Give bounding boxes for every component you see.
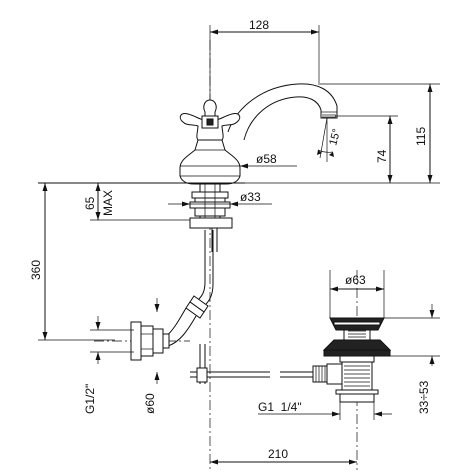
dim-63: ø63 xyxy=(329,270,385,318)
dim-label-74: 74 xyxy=(375,149,389,163)
cross-handle xyxy=(179,99,241,185)
dim-label-max: MAX xyxy=(101,190,115,216)
wall-connector: ø60 xyxy=(94,298,190,414)
dim-label-115: 115 xyxy=(414,127,428,146)
dim-33-53: 33÷53 xyxy=(384,304,440,414)
dim-label-360: 360 xyxy=(29,260,43,280)
shank xyxy=(189,183,233,252)
dim-label-58: ø58 xyxy=(256,152,277,166)
spout: 15° xyxy=(227,83,343,162)
dim-g114: G1 1/4" xyxy=(258,400,392,420)
dim-58: ø58 xyxy=(180,152,297,169)
dim-label-60: ø60 xyxy=(143,393,157,414)
dim-g12: G1/2" xyxy=(83,316,134,414)
dim-label-g12: G1/2" xyxy=(83,384,97,414)
dim-33: ø33 xyxy=(168,190,272,207)
dim-210: 210 xyxy=(210,447,357,465)
supply-pipe xyxy=(165,230,214,347)
popup-rod xyxy=(190,344,328,384)
dim-label-210: 210 xyxy=(268,447,288,461)
dim-label-g114: G1 1/4" xyxy=(258,400,302,414)
dim-label-65: 65 xyxy=(83,196,97,210)
dim-74: 74 xyxy=(335,115,398,183)
dim-label-33-53: 33÷53 xyxy=(417,380,431,414)
dim-label-33: ø33 xyxy=(240,190,261,204)
dim-360: 360 xyxy=(29,183,115,341)
dim-label-63: ø63 xyxy=(345,273,366,287)
dim-label-angle: 15° xyxy=(327,128,343,147)
dim-128: 128 xyxy=(209,18,320,100)
drain-assembly xyxy=(322,270,392,470)
dim-label-128: 128 xyxy=(249,18,269,32)
dim-65-max: 65 MAX xyxy=(83,183,190,221)
dim-115: 115 xyxy=(243,83,440,184)
